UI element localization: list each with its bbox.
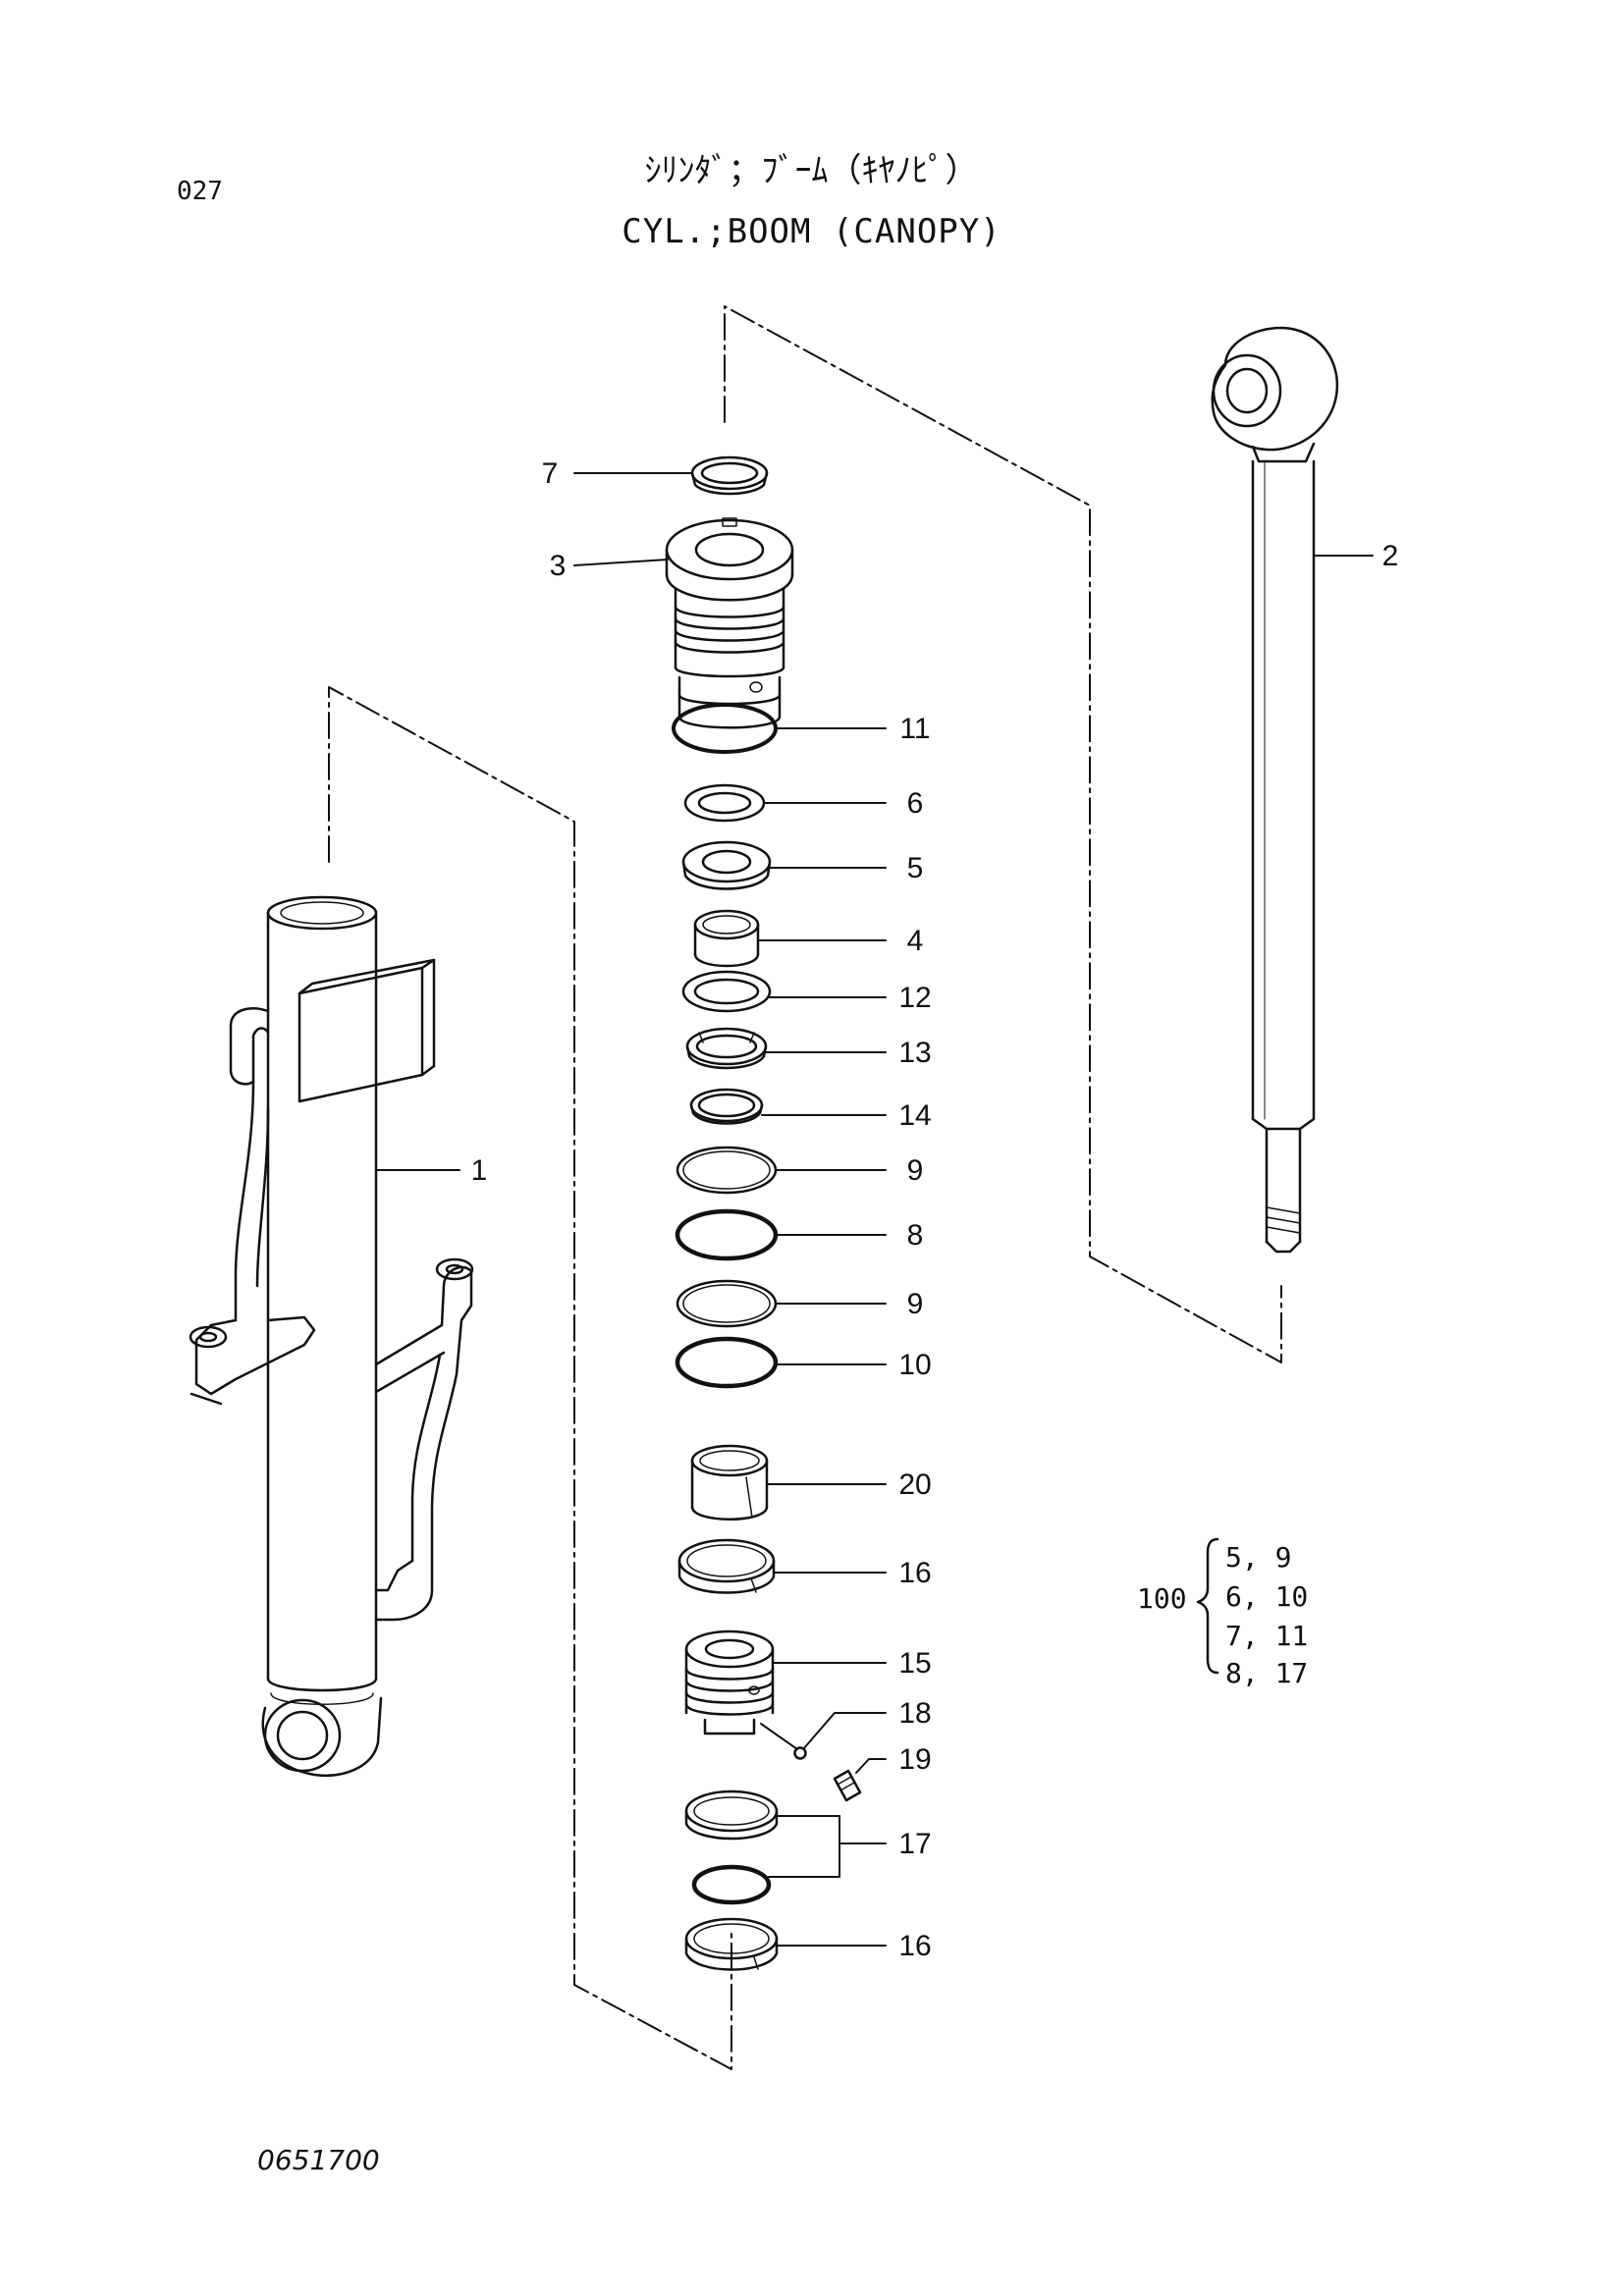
part-13-ring [685, 1027, 768, 1070]
label-part-12: 12 [898, 982, 931, 1014]
part-18-steel-ball [793, 1746, 807, 1760]
part-5-seal [681, 840, 772, 890]
part-10-o-ring [675, 1336, 779, 1389]
part-14-ring [689, 1088, 764, 1125]
seal-kit-row: 6, 10 [1225, 1580, 1309, 1613]
seal-kit-row: 5, 9 [1225, 1541, 1292, 1574]
drawing-number: 0651700 [257, 2144, 380, 2176]
label-part-6: 6 [907, 787, 924, 820]
title-japanese: ｼﾘﾝﾀﾞ；ﾌﾞｰﾑ（ｷﾔﾉﾋﾟ） [644, 151, 979, 190]
part-number-labels: 7 3 2 1 11 6 5 4 12 13 14 9 8 9 10 20 16… [471, 457, 1399, 1962]
label-part-7: 7 [542, 457, 559, 490]
part-9-ring-upper [676, 1146, 778, 1195]
seal-kit-row: 8, 17 [1225, 1657, 1309, 1689]
assembly-guide-lines [328, 305, 1282, 2070]
piston-rod [1211, 326, 1339, 1254]
label-part-10: 10 [898, 1349, 931, 1381]
part-19-set-screw [833, 1769, 862, 1802]
part-16-wear-ring-lower [684, 1917, 779, 1971]
part-20-bushing [690, 1444, 769, 1521]
label-part-3: 3 [550, 550, 567, 582]
part-6-backup-ring [683, 783, 766, 823]
seal-kit-row: 7, 11 [1225, 1620, 1309, 1652]
label-part-2: 2 [1382, 540, 1399, 572]
label-part-13: 13 [898, 1037, 931, 1069]
label-part-9-upper: 9 [907, 1154, 924, 1187]
label-part-14: 14 [898, 1099, 931, 1132]
label-part-16-upper: 16 [898, 1557, 931, 1589]
seal-kit-number: 100 [1137, 1582, 1187, 1615]
part-15-piston [684, 1629, 775, 1735]
label-part-15: 15 [898, 1647, 931, 1680]
label-part-20: 20 [898, 1468, 931, 1501]
label-part-16-lower: 16 [898, 1930, 931, 1962]
label-part-9-lower: 9 [907, 1288, 924, 1320]
part-7-dust-seal [690, 455, 769, 496]
label-part-19: 19 [898, 1743, 931, 1776]
label-part-11: 11 [899, 713, 930, 745]
kit-brace [1196, 1537, 1219, 1675]
label-part-5: 5 [907, 852, 924, 884]
page-code: 027 [177, 177, 223, 206]
part-4-bushing [693, 909, 760, 968]
cylinder-head [665, 517, 794, 729]
part-12-ring [681, 970, 772, 1013]
label-part-18: 18 [898, 1697, 931, 1730]
leader-lines [375, 472, 1374, 1947]
part-8-o-ring [675, 1208, 779, 1261]
title-english: CYL.;BOOM (CANOPY) [622, 212, 1001, 251]
part-9-ring-lower [676, 1279, 778, 1328]
part-16-wear-ring-upper [677, 1538, 776, 1594]
label-part-4: 4 [907, 925, 924, 957]
part-17-seal-set [684, 1789, 779, 1905]
label-part-17: 17 [898, 1828, 931, 1860]
label-part-1: 1 [471, 1154, 488, 1187]
cylinder-tube [189, 895, 474, 1777]
label-part-8: 8 [907, 1219, 924, 1252]
